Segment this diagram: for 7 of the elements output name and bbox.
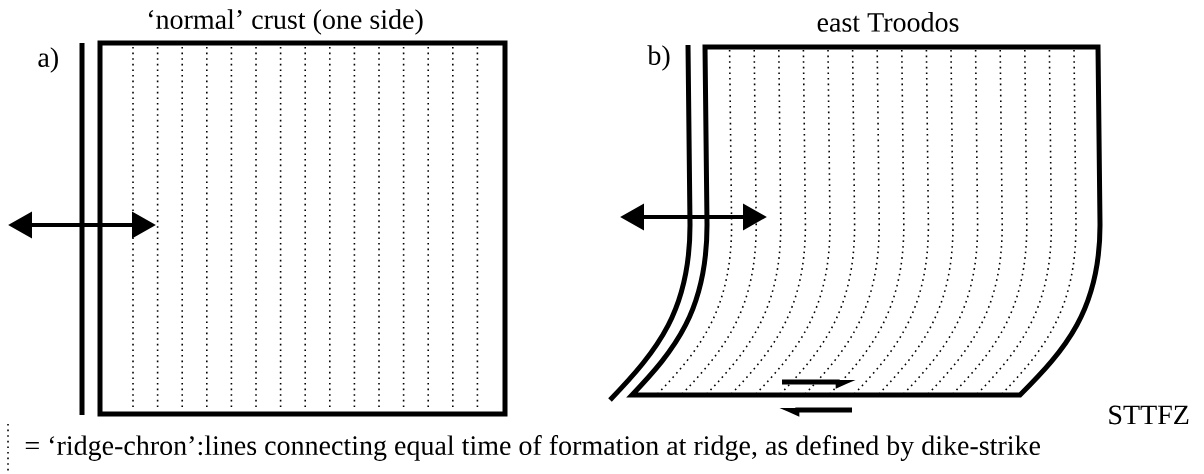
legend-entry: = ‘ridge-chron’:lines connecting equal time of formation at ridge, as defined by dike-strike [7, 423, 1040, 474]
fault-zone-label: STTFZ [1109, 405, 1189, 425]
panel-label: b) [647, 45, 670, 71]
node-label: ‘normal’ crust (one side) [148, 9, 423, 35]
panel-label: a) [38, 47, 58, 73]
node-label: east Troodos [817, 12, 959, 32]
crust-panel: ‘normal’ crust (one side) [97, 9, 508, 417]
